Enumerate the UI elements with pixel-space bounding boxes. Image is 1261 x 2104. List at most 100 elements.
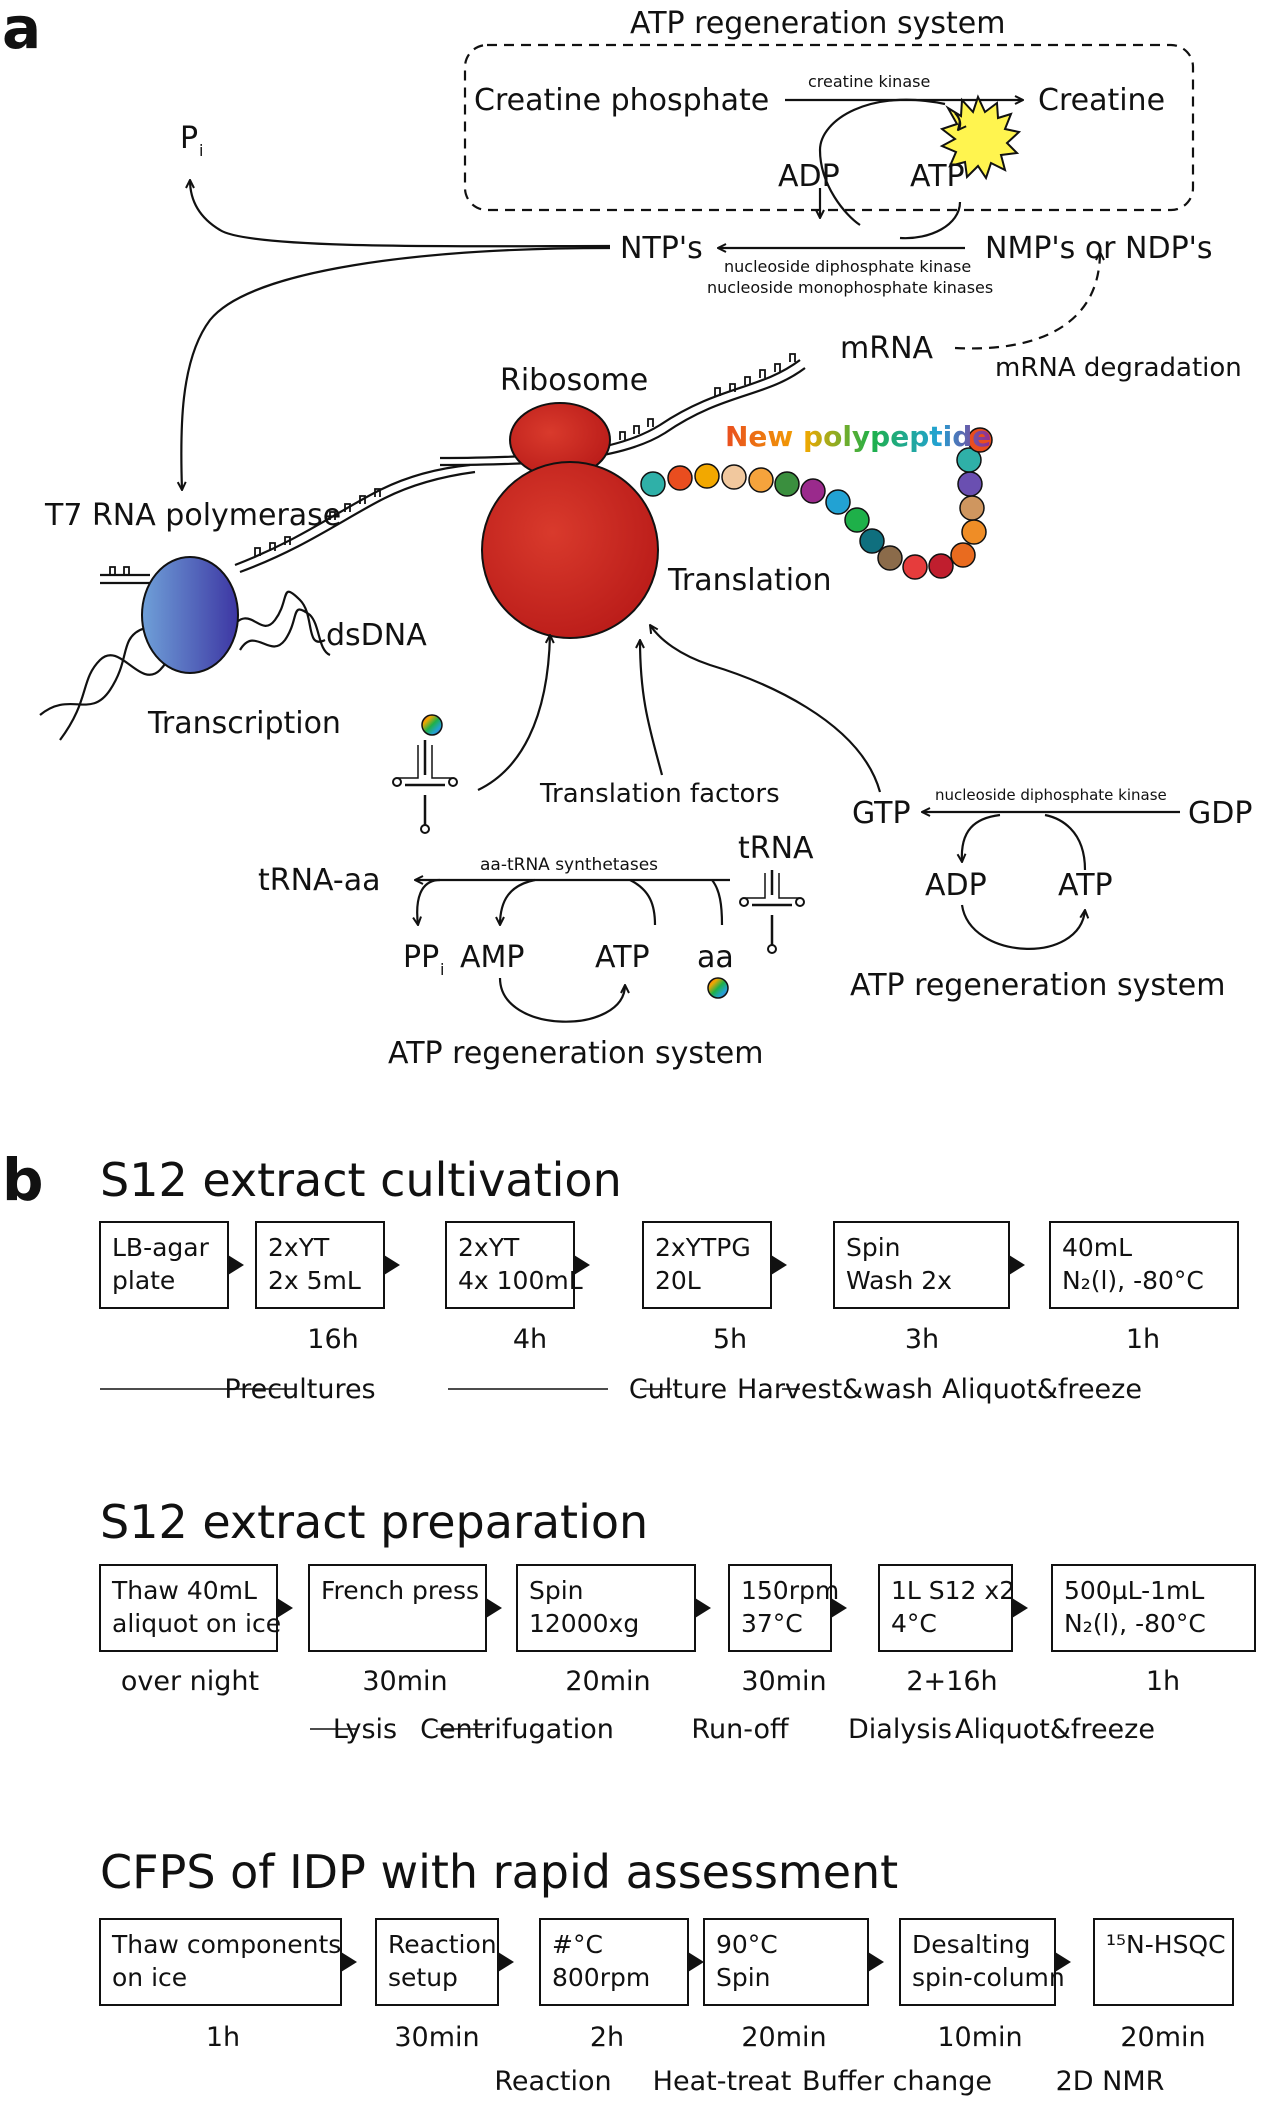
step-line-2: 20L (655, 1266, 701, 1295)
gtp-cycle-adp-out (962, 813, 1001, 862)
step-box: ¹⁵N-HSQC (1093, 1918, 1234, 2006)
step-box-frame (516, 1564, 696, 1652)
step-line-1: 150rpm (741, 1576, 839, 1605)
atp3-label: ATP (595, 940, 650, 975)
step-line-1: Spin (846, 1233, 901, 1262)
step-line-1: 2xYTPG (655, 1233, 751, 1262)
step-box-frame (539, 1918, 689, 2006)
flow-arrow-icon (1009, 1255, 1025, 1275)
step-line-1: 1L S12 x2 (891, 1576, 1015, 1605)
aars-label: aa-tRNA synthetases (480, 855, 658, 875)
gtp-label: GTP (852, 796, 911, 831)
step-line-2: 4°C (891, 1609, 937, 1638)
step-duration: 20min (741, 2022, 826, 2053)
step-box-frame (1093, 1918, 1234, 2006)
stage-label: Harvest&wash (737, 1374, 933, 1405)
step-duration: over night (121, 1666, 259, 1697)
step-duration: 1h (1126, 1324, 1160, 1355)
step-line-1: Thaw components (111, 1930, 341, 1959)
translation-label: Translation (667, 563, 831, 598)
gtp-to-ribosome-arrow (650, 625, 882, 793)
step-duration: 3h (905, 1324, 939, 1355)
gtp-atp-regen-arrow (960, 904, 1085, 950)
stage-label: Precultures (224, 1374, 375, 1405)
step-duration: 4h (513, 1324, 547, 1355)
ribosome-label: Ribosome (500, 363, 648, 398)
step-box-frame (899, 1918, 1056, 2006)
amino-acid-bead (959, 495, 985, 521)
stage-label: Aliquot&freeze (942, 1374, 1142, 1405)
step-box-frame (642, 1221, 772, 1309)
step-line-2: Wash 2x (846, 1266, 952, 1295)
step-line-1: 2xYT (268, 1233, 330, 1262)
step-box-frame (99, 1221, 229, 1309)
step-line-2: 4x 100mL (458, 1266, 583, 1295)
step-duration: 1h (206, 2022, 240, 2053)
step-line-1: 40mL (1062, 1233, 1132, 1262)
atp-regeneration-box (463, 43, 1195, 212)
stage-label: Reaction (494, 2066, 611, 2097)
gdp-label: GDP (1188, 796, 1252, 831)
factors-arrow (640, 640, 664, 776)
ndk-label: nucleoside diphosphate kinase (724, 257, 971, 276)
amino-acid-bead (667, 465, 693, 491)
aa-in (711, 879, 724, 926)
dna-left-codons (109, 566, 130, 575)
stage-label: Lysis (333, 1714, 397, 1745)
panel-b-label: b (2, 1146, 44, 1214)
amino-acid-bead (956, 447, 982, 473)
step-line-2: Spin (716, 1963, 771, 1992)
step-duration: 20min (1120, 2022, 1205, 2053)
flow-arrow-icon (341, 1952, 357, 1972)
creatine-label: Creatine (1038, 83, 1165, 118)
pi-label: P (180, 121, 198, 156)
amp-to-atp-regen (498, 977, 625, 1023)
step-duration: 30min (394, 2022, 479, 2053)
flow-arrow-icon (868, 1952, 884, 1972)
flow-arrow-icon (574, 1255, 590, 1275)
step-box-frame (255, 1221, 385, 1309)
step-line-2: setup (388, 1963, 458, 1992)
flow-arrow-icon (1055, 1952, 1071, 1972)
step-box: 2xYTPG 20L (642, 1221, 772, 1309)
transcript-strand-inner (239, 470, 476, 574)
atp-cycle-in-arrow (954, 112, 960, 130)
step-box-frame (1051, 1564, 1256, 1652)
step-line-1: ¹⁵N-HSQC (1106, 1930, 1226, 1959)
amino-acid-bead (961, 519, 987, 545)
step-box-frame (308, 1564, 487, 1652)
atp2-label: ATP (1058, 868, 1113, 903)
gtp-cycle-atp-in (1044, 813, 1087, 871)
flowcharts: S12 extract cultivationLB-agarplate2xYT2… (99, 1153, 1256, 2097)
flow-title: S12 extract cultivation (100, 1153, 622, 1207)
step-box: 90°C Spin (703, 1918, 869, 2006)
step-box-frame (375, 1918, 499, 2006)
trna-to-ribosome-arrow (477, 635, 550, 791)
amino-acid-bead (800, 478, 826, 504)
atp-system2-label: ATP regeneration system (850, 968, 1225, 1003)
flow-arrow-icon (228, 1255, 244, 1275)
step-line-1: Reaction (388, 1930, 497, 1959)
flow-arrow-icon (1012, 1598, 1028, 1618)
amino-acid-bead (748, 467, 774, 493)
stage-label: Run-off (691, 1714, 790, 1745)
stage-label: Culture (629, 1374, 727, 1405)
amino-acid-bead (967, 427, 993, 453)
stage-label: 2D NMR (1056, 2066, 1165, 2097)
step-line-2: on ice (112, 1963, 187, 1992)
translation-factors-label: Translation factors (539, 779, 780, 809)
flow-arrow-icon (384, 1255, 400, 1275)
step-line-1: 90°C (716, 1930, 778, 1959)
amino-acid-bead (877, 545, 903, 571)
flow-arrow-icon (695, 1598, 711, 1618)
amino-acid-bead (957, 471, 983, 497)
flow-arrow-icon (486, 1598, 502, 1618)
step-line-2: aliquot on ice (112, 1609, 281, 1638)
